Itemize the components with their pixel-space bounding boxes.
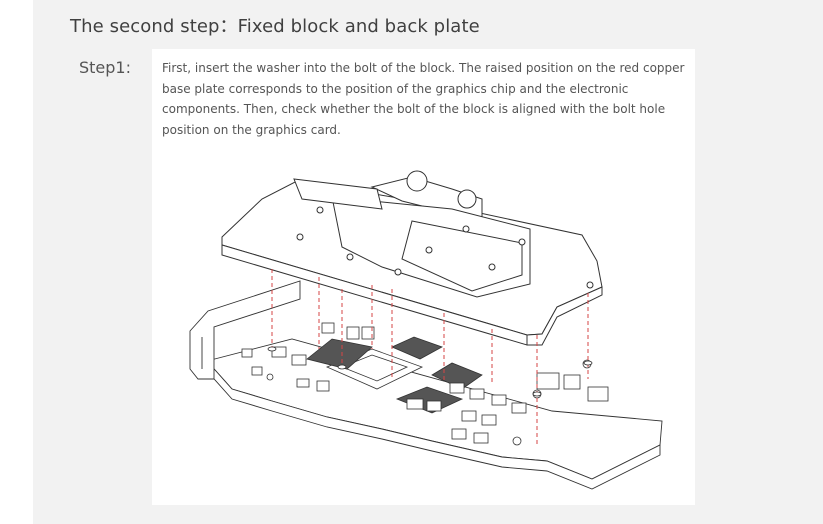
step-card: First, insert the washer into the bolt o… xyxy=(152,49,695,505)
water-block xyxy=(221,170,603,346)
section-title: The second step：Fixed block and back pla… xyxy=(70,16,480,37)
step-label: Step1: xyxy=(79,58,131,77)
step-description: First, insert the washer into the bolt o… xyxy=(162,61,685,137)
mounting-washers xyxy=(267,346,593,397)
alignment-guides xyxy=(271,269,589,444)
gpu-water-block-illustration xyxy=(189,170,663,490)
